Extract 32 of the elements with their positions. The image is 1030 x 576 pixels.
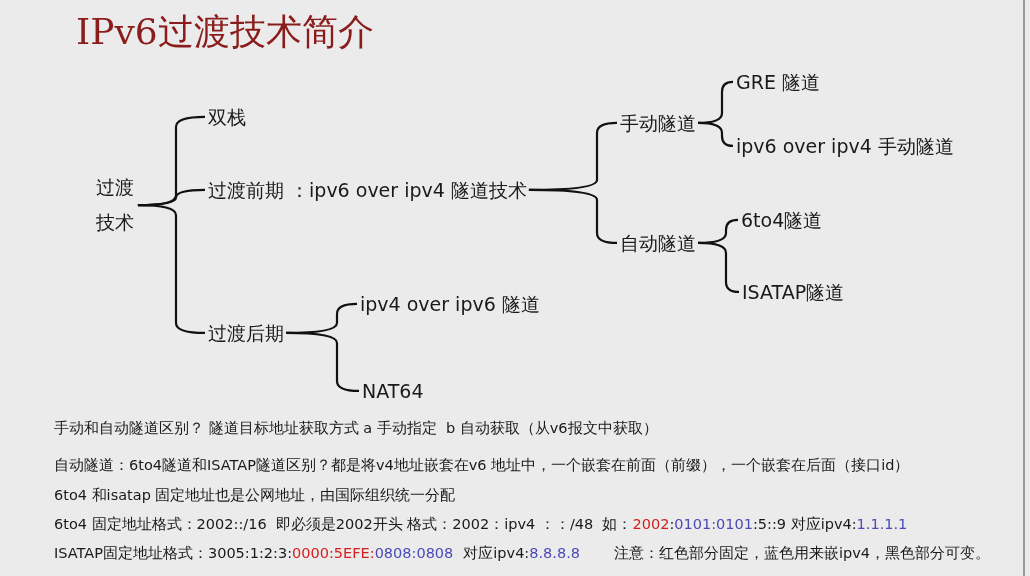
note-text: 自动隧道：6to4隧道和ISATAP隧道区别？都是将v4地址嵌套在v6 地址中，一个嵌套在前面（前缀），一个嵌套在后面（接口id）	[54, 456, 910, 475]
brace-line	[698, 121, 734, 147]
node-text: 过渡后期	[208, 321, 284, 345]
note-text: 6to4 固定地址格式：2002::/16 即必须是2002开头 格式：2002：ipv4 ：：/48 如：	[54, 515, 633, 534]
slide-title: IPv6过渡技术简介	[76, 10, 374, 54]
node-text: ISATAP隧道	[742, 280, 845, 304]
address-part: 0000:5EFE:	[292, 545, 375, 561]
note-text: :	[669, 516, 675, 532]
address-part: 1.1.1.1	[856, 516, 908, 532]
node-text: GRE 隧道	[736, 70, 820, 94]
brace-line	[286, 331, 360, 392]
note-text: :5::9 对应ipv4:	[752, 515, 857, 534]
node-text: ipv4 over ipv6 隧道	[360, 292, 540, 316]
note-text: 手动和自动隧道区别？ 隧道目标地址获取方式 a 手动指定 b 自动获取（从v6报文中获取）	[54, 419, 658, 438]
brace-line	[528, 188, 618, 244]
note-text: 注意：红色部分固定，蓝色用来嵌ipv4，黑色部分可变。	[614, 544, 991, 563]
node-text: NAT64	[362, 379, 424, 403]
note-text: 6to4 和isatap 固定地址也是公网地址，由国际组织统一分配	[54, 486, 456, 505]
note-text: ISATAP固定地址格式：3005:1:2:3:	[54, 544, 293, 563]
address-part: 2002	[632, 516, 670, 532]
address-part: 0101:0101	[674, 516, 753, 532]
node-text: 过渡技术	[96, 170, 136, 241]
node-text: 自动隧道	[620, 231, 696, 255]
brace-line	[137, 204, 205, 334]
address-part: 0808:0808	[374, 545, 454, 561]
note-text: 对应ipv4:	[463, 544, 530, 563]
node-text: 6to4隧道	[741, 208, 823, 232]
address-part: 8.8.8.8	[529, 545, 580, 561]
node-text: 双栈	[208, 105, 246, 129]
node-text: ipv6 over ipv4 手动隧道	[736, 134, 954, 158]
node-text: 手动隧道	[620, 111, 696, 135]
node-text: 过渡前期 ：ipv6 over ipv4 隧道技术	[208, 178, 527, 202]
